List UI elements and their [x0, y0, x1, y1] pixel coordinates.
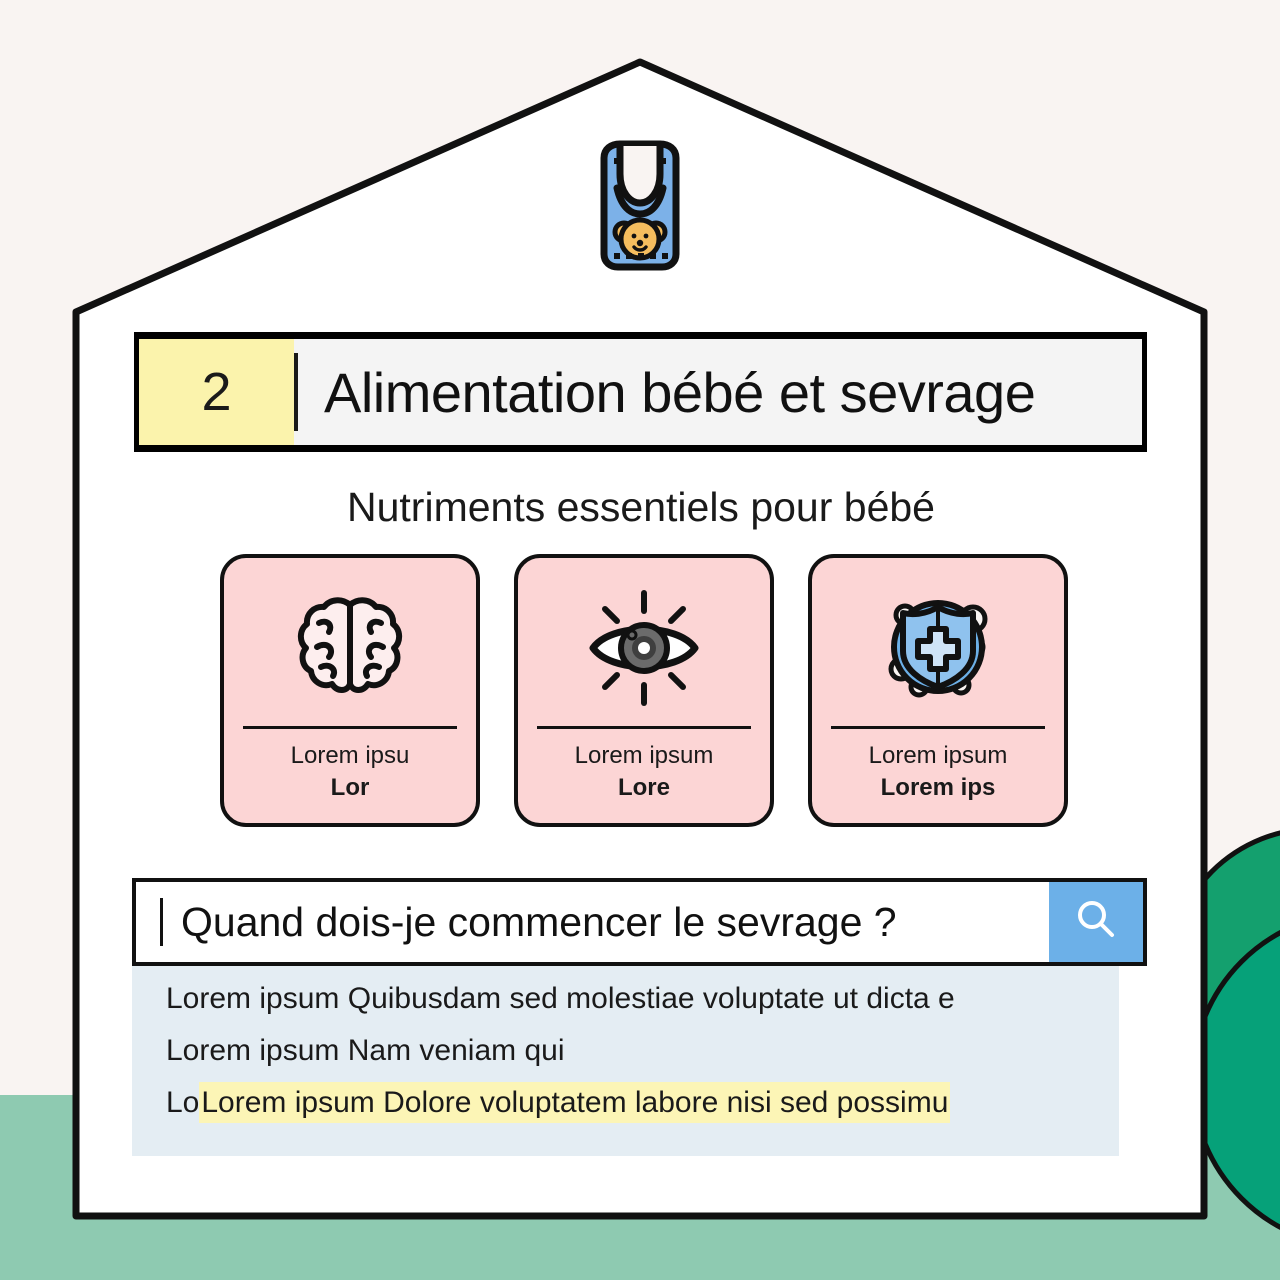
- search-result-item[interactable]: Lorem ipsum Nam veniam qui: [166, 1036, 1119, 1066]
- section-number-badge: 2: [134, 339, 294, 445]
- search-results-panel: Lorem ipsum Quibusdam sed molestiae volu…: [132, 966, 1119, 1156]
- result-text: Lorem ipsum Nam veniam qui: [166, 1034, 565, 1067]
- eye-icon: [581, 572, 707, 724]
- card-divider: [831, 726, 1045, 729]
- result-prefix: Lo: [166, 1086, 200, 1119]
- nutrient-card[interactable]: Lorem ipsu Lor: [220, 554, 480, 827]
- search-icon: [1073, 897, 1119, 948]
- search-result-item[interactable]: LoLorem ipsum Dolore voluptatem labore n…: [166, 1082, 1119, 1123]
- text-cursor: [160, 898, 163, 946]
- nutrient-card-list: Lorem ipsu Lor: [220, 554, 1070, 827]
- result-text-highlighted: Lorem ipsum Dolore voluptatem labore nis…: [199, 1082, 951, 1123]
- header-divider: [294, 353, 298, 431]
- card-line-2: Lorem ips: [880, 774, 996, 801]
- card-divider: [537, 726, 751, 729]
- search-button[interactable]: [1049, 882, 1143, 962]
- nutrient-card[interactable]: Lorem ipsum Lore: [514, 554, 774, 827]
- card-line-2: Lor: [330, 774, 370, 801]
- search-input[interactable]: Quand dois-je commencer le sevrage ?: [181, 898, 897, 945]
- card-line-1: Lorem ipsu: [290, 742, 410, 769]
- card-line-2: Lore: [617, 774, 670, 801]
- section-subtitle: Nutriments essentiels pour bébé: [347, 484, 935, 530]
- result-text: Lorem ipsum Quibusdam sed molestiae volu…: [166, 982, 955, 1015]
- house-interior-content: 2 Alimentation bébé et sevrage Nutriment…: [76, 312, 1206, 1217]
- brain-icon: [287, 572, 413, 724]
- nutrient-card[interactable]: Lorem ipsum Lorem ips: [808, 554, 1068, 827]
- page-title: Alimentation bébé et sevrage: [324, 360, 1036, 424]
- card-line-1: Lorem ipsum: [868, 742, 1008, 769]
- card-divider: [243, 726, 457, 729]
- search-result-item[interactable]: Lorem ipsum Quibusdam sed molestiae volu…: [166, 984, 1119, 1014]
- immunity-shield-icon: [875, 572, 1001, 724]
- baby-bib-icon: [594, 140, 686, 277]
- card-line-1: Lorem ipsum: [574, 742, 714, 769]
- search-bar[interactable]: Quand dois-je commencer le sevrage ?: [132, 878, 1147, 966]
- section-header: 2 Alimentation bébé et sevrage: [134, 332, 1147, 452]
